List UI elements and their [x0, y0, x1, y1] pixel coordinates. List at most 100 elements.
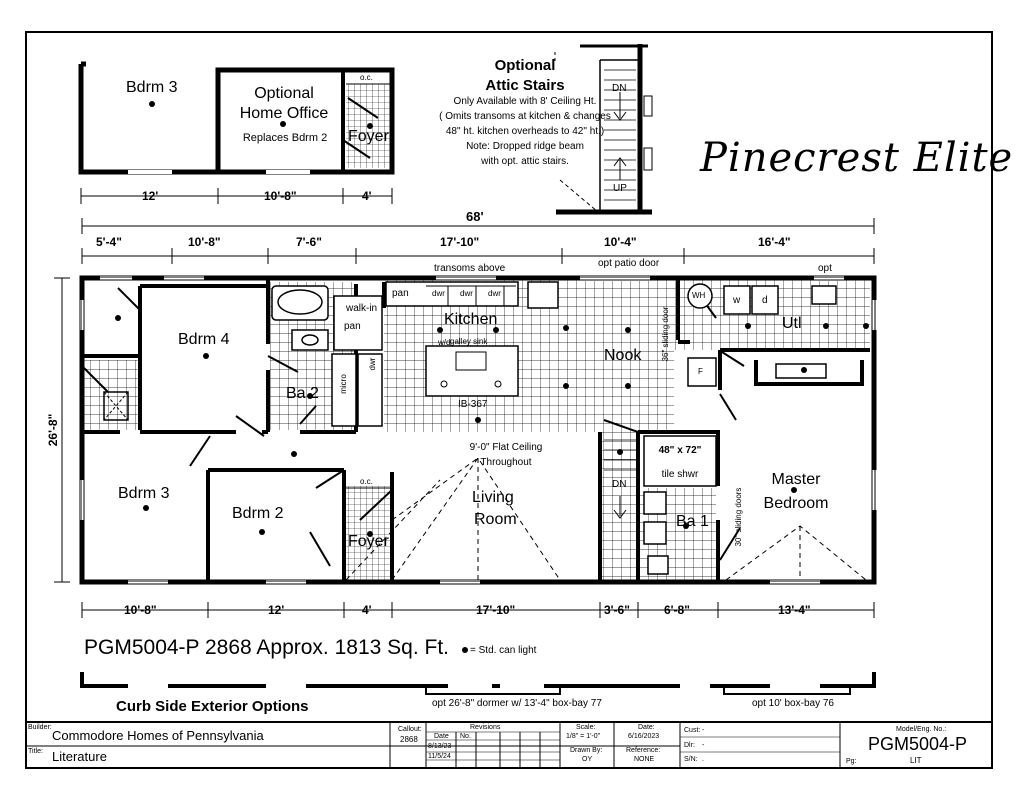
- bottom-dim-7: 13'-4": [778, 603, 811, 617]
- galley-label: galley sink: [450, 337, 488, 346]
- revisions-label: Revisions: [470, 724, 501, 731]
- opt-note: opt: [818, 263, 832, 274]
- fixture-dwr-1: dwr: [432, 289, 445, 298]
- shower-note-1: 48" x 72": [658, 445, 702, 456]
- walkin-label: walk-in: [346, 303, 378, 314]
- room-nook: Nook: [604, 347, 642, 364]
- reference-value: NONE: [634, 756, 655, 763]
- ceiling-note-2: Throughout: [480, 457, 532, 468]
- sliding-30-note: 30" sliding doors: [734, 487, 743, 547]
- exterior-title: Curb Side Exterior Options: [116, 698, 309, 715]
- builder-value: Commodore Homes of Pennsylvania: [52, 728, 264, 743]
- fixture-dwr-4: dwr: [368, 357, 377, 371]
- stairs-dn-label: DN: [612, 479, 627, 490]
- rev-no-col: No.: [460, 733, 471, 740]
- room-utl: Utl: [782, 315, 802, 332]
- sn-label: S/N:: [684, 756, 698, 763]
- attic-stairs-detail: [554, 44, 653, 215]
- patio-note: opt patio door: [598, 258, 660, 269]
- dlr-value: -: [702, 742, 705, 749]
- dlr-label: Dlr:: [684, 742, 695, 749]
- model-value: PGM5004-P: [868, 734, 968, 754]
- attic-title-1: Optional: [494, 57, 556, 74]
- island-label: IB-367: [458, 399, 488, 410]
- top-dim-4: 17'-10": [440, 235, 480, 249]
- top-dim-2: 10'-8": [188, 235, 221, 249]
- callout-value: 2868: [400, 735, 418, 744]
- opt-closet-label: o.c.: [360, 73, 373, 82]
- opt-office-label-1: Optional: [254, 85, 314, 102]
- boxbay-note: opt 10' box-bay 76: [752, 698, 834, 709]
- top-dim-6: 16'-4": [758, 235, 791, 249]
- can-light-legend-text: = Std. can light: [470, 645, 537, 656]
- model-line: PGM5004-P 2868 Approx. 1813 Sq. Ft.: [84, 636, 450, 659]
- opt-dim-2: 10'-8": [264, 189, 297, 203]
- attic-note-2: ( Omits transoms at kitchen & changes: [439, 111, 611, 122]
- fixture-oc: o.c.: [360, 477, 373, 486]
- fixture-wd: w/d: [438, 338, 451, 347]
- room-foyer: Foyer: [348, 533, 389, 550]
- drawn-label: Drawn By:: [570, 747, 603, 754]
- room-bdrm4: Bdrm 4: [178, 331, 230, 348]
- opt-office-label-2: Home Office: [239, 105, 329, 122]
- opt-bdrm3-label: Bdrm 3: [126, 79, 178, 96]
- fixture-d: d: [762, 295, 768, 306]
- scale-value: 1/8" = 1'-0": [566, 733, 601, 740]
- bottom-dim-5: 3'-6": [604, 603, 630, 617]
- bottom-dim-4: 17'-10": [476, 603, 516, 617]
- attic-note-5: with opt. attic stairs.: [481, 156, 569, 167]
- sn-value: .: [702, 756, 704, 763]
- can-light-symbol: [462, 647, 468, 654]
- attic-note-4: Note: Dropped ridge beam: [466, 141, 584, 152]
- bottom-dim-6: 6'-8": [664, 603, 690, 617]
- fixture-pan-2: pan: [344, 321, 361, 332]
- bottom-dim-2: 12': [268, 603, 285, 617]
- drawn-value: OY: [582, 756, 593, 763]
- pg-value: LIT: [910, 756, 922, 765]
- title-block-lines: [26, 721, 992, 768]
- room-bdrm2: Bdrm 2: [232, 505, 284, 522]
- room-ba2: Ba 2: [286, 385, 319, 402]
- scale-label: Scale:: [576, 724, 596, 731]
- bottom-dim-1: 10'-8": [124, 603, 157, 617]
- top-dim-5: 10'-4": [604, 235, 637, 249]
- fixture-f: F: [698, 367, 703, 376]
- date-value: 6/16/2023: [628, 733, 660, 740]
- main-plan: [54, 101, 877, 695]
- attic-dn-label: DN: [612, 83, 627, 94]
- fixture-wh: WH: [692, 291, 706, 300]
- room-master-2: Bedroom: [763, 495, 829, 512]
- opt-dim-1: 12': [142, 189, 159, 203]
- reference-label: Reference:: [626, 747, 661, 754]
- bottom-dim-3: 4': [362, 603, 372, 617]
- builder-label: Builder:: [28, 724, 52, 731]
- cust-label: Cust:: [684, 727, 701, 734]
- opt-office-label-3: Replaces Bdrm 2: [242, 132, 328, 144]
- attic-up-label: UP: [613, 183, 627, 194]
- attic-note-1: Only Available with 8' Ceiling Ht.: [453, 96, 597, 107]
- fixture-dwr-2: dwr: [460, 289, 473, 298]
- fixture-pan: pan: [392, 288, 409, 299]
- opt-foyer-label: Foyer: [348, 128, 389, 145]
- fixture-w: w: [733, 295, 741, 306]
- room-ba1: Ba 1: [676, 513, 709, 530]
- room-master-1: Master: [771, 471, 821, 488]
- rev-date-col: Date: [434, 733, 449, 740]
- ceiling-note-1: 9'-0" Flat Ceiling: [469, 442, 543, 453]
- attic-title-2: Attic Stairs: [485, 77, 565, 94]
- model-label: Model/Eng. No.:: [896, 726, 947, 733]
- date-label: Date:: [638, 724, 655, 731]
- shower-note-2: tile shwr: [661, 469, 699, 480]
- dormer-note: opt 26'-8" dormer w/ 13'-4" box-bay 77: [432, 698, 602, 709]
- top-dim-3: 7'-6": [296, 235, 322, 249]
- title-label: Title:: [28, 748, 43, 755]
- overall-dim: 68': [466, 209, 484, 224]
- rev-date-2: 11/5/24: [428, 753, 451, 760]
- room-bdrm3: Bdrm 3: [118, 485, 170, 502]
- depth-dim: 26'-8": [46, 413, 60, 447]
- opt-dim-3: 4': [362, 189, 372, 203]
- top-dim-1: 5'-4": [96, 235, 122, 249]
- room-living-1: Living: [472, 489, 514, 506]
